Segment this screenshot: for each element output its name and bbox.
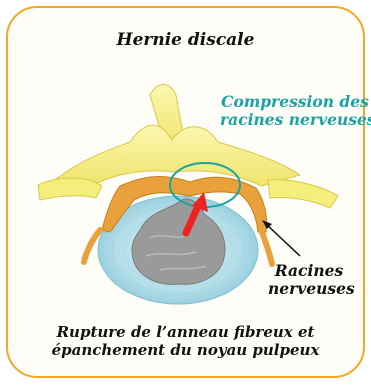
racines-label: Racines nerveuses	[268, 262, 350, 299]
compression-label-line2: racines nerveuses	[220, 111, 370, 129]
diagram-title: Hernie discale	[0, 30, 371, 50]
racines-label-line1: Racines	[268, 262, 350, 280]
rupture-caption-line2: épanchement du noyau pulpeux	[0, 342, 371, 360]
rupture-caption: Rupture de l’anneau fibreux et épancheme…	[0, 324, 371, 359]
racines-label-line2: nerveuses	[268, 280, 350, 298]
compression-label-line1: Compression des	[220, 93, 370, 111]
rupture-caption-line1: Rupture de l’anneau fibreux et	[0, 324, 371, 342]
compression-label: Compression des racines nerveuses	[220, 93, 370, 130]
